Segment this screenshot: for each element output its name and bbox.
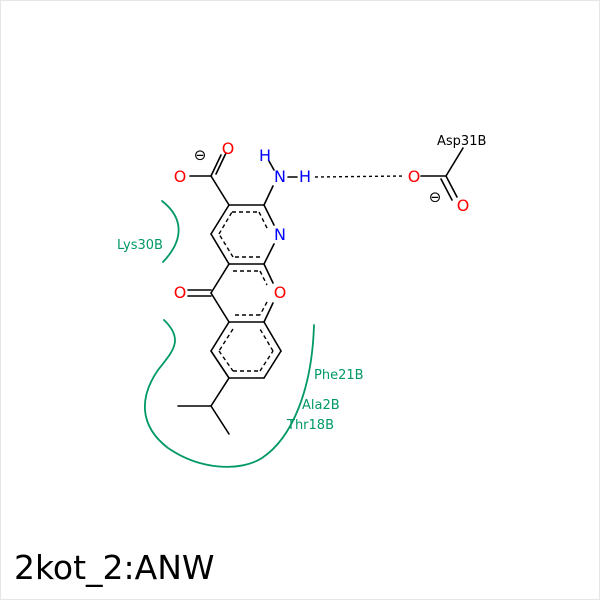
residue-label-thr: Thr18B <box>286 418 334 433</box>
hydrophobic-contacts <box>144 200 315 468</box>
bond <box>263 350 282 379</box>
atom-label-carboxyl-o-left: O <box>174 167 187 186</box>
bond <box>263 302 274 323</box>
aromatic-bond <box>218 233 234 258</box>
bond <box>210 405 230 435</box>
bond <box>263 321 282 352</box>
aromatic-bond <box>259 350 274 372</box>
bond <box>210 175 230 206</box>
aromatic-bond <box>218 328 234 352</box>
atom-label-asp-o-bottom: O <box>457 196 470 215</box>
aromatic-bond <box>259 270 268 286</box>
residue-label-ala: Ala2B <box>302 398 340 413</box>
bond <box>263 185 274 206</box>
bond <box>210 292 230 323</box>
bond <box>210 154 222 177</box>
negative-charge-icon: ⊖ <box>194 146 207 164</box>
ligand-bonds <box>177 152 298 435</box>
atom-label-amine-h-top: H <box>259 146 271 165</box>
atom-label-amine-h-right: H <box>299 167 311 186</box>
bond <box>445 175 458 198</box>
aromatic-bond <box>218 350 234 372</box>
residue-label-asp: Asp31B <box>437 134 486 149</box>
negative-charge-icon: ⊖ <box>429 188 442 206</box>
residue-label-phe: Phe21B <box>314 368 364 383</box>
bond <box>210 263 230 294</box>
bond <box>210 233 230 265</box>
hydrogen-bond <box>314 175 405 178</box>
bond <box>215 152 227 175</box>
aromatic-bond <box>259 328 274 352</box>
aromatic-bond <box>258 211 269 231</box>
bond <box>263 243 275 265</box>
bond <box>210 377 230 407</box>
aromatic-bonds <box>218 211 274 372</box>
atom-label-ring-o: O <box>274 283 287 302</box>
bond <box>268 160 275 171</box>
bond <box>210 321 230 352</box>
bond <box>263 263 274 284</box>
bond <box>210 204 230 235</box>
atom-label-ring-n: N <box>274 225 286 244</box>
atom-label-asp-o-left: O <box>408 167 421 186</box>
phe-ala-thr-contact-arc <box>144 319 315 468</box>
bond <box>263 204 275 226</box>
atom-label-ketone-o: O <box>174 283 187 302</box>
atom-labels: O O H N H N O O O O <box>174 139 470 302</box>
bond <box>440 178 453 201</box>
asp-fragment <box>420 147 464 201</box>
diagram-title: 2kot_2:ANW <box>14 548 215 587</box>
atom-label-amine-n: N <box>274 167 286 186</box>
residue-label-lys: Lys30B <box>117 238 163 253</box>
atom-label-carboxyl-o-top: O <box>222 139 235 158</box>
bond <box>210 350 230 379</box>
bond <box>445 147 464 177</box>
aromatic-bond <box>259 301 268 316</box>
lys-contact-arc <box>161 200 180 263</box>
aromatic-bond <box>218 211 233 235</box>
charge-markers: ⊖ ⊖ <box>194 146 442 206</box>
